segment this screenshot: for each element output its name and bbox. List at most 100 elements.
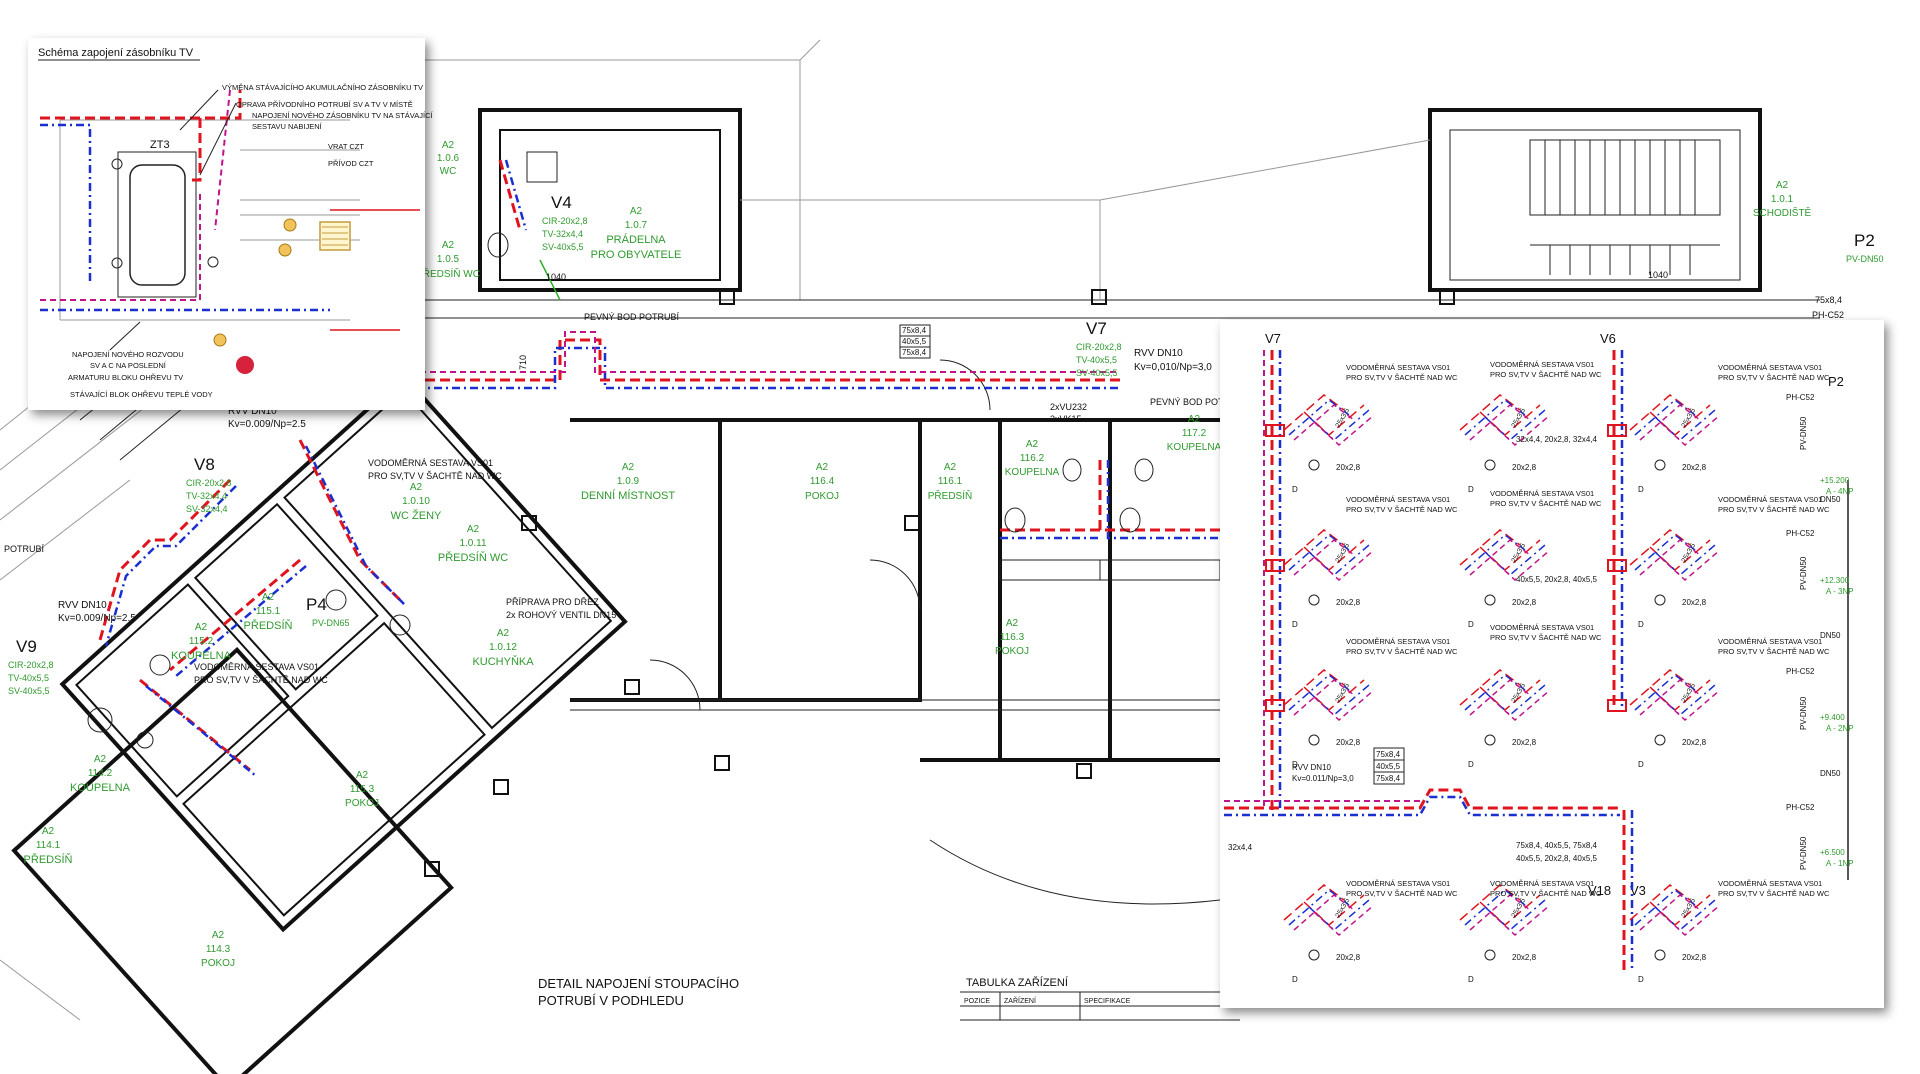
room-1-0-9-n: 1.0.9 [617, 476, 640, 487]
inset-schema-title: Schéma zapojení zásobníku TV [38, 47, 194, 59]
riser-v3: V3 [1630, 883, 1646, 898]
riser-v8-l1: CIR-20x2,8 [186, 478, 232, 488]
ph-c52-1: PH-C52 [1786, 393, 1815, 402]
room-114-1-a: A2 [42, 826, 55, 837]
vod-3a: VODOMĚRNÁ SESTAVA VS01 [1718, 363, 1822, 372]
vod-4a: VODOMĚRNÁ SESTAVA VS01 [1346, 495, 1450, 504]
pevny-bod-1: PEVNÝ BOD POTRUBÍ [584, 312, 680, 322]
heat-exchanger [319, 221, 351, 251]
vod-5a: VODOMĚRNÁ SESTAVA VS01 [1490, 489, 1594, 498]
svg-text:20x2,8: 20x2,8 [1682, 738, 1707, 747]
rvv1-a: RVV DN10 [1134, 348, 1183, 359]
room-1-0-7-a: A2 [630, 206, 643, 217]
svg-text:D: D [1292, 760, 1298, 769]
riser-p2: P2 [1828, 374, 1844, 389]
room-1-0-5-name: PŘEDSÍŇ WC [416, 267, 480, 280]
riser-vodomer-notes: VODOMĚRNÁ SESTAVA VS01 PRO SV,TV V ŠACHT… [1346, 360, 1830, 898]
riser-v4-l2: TV-32x4,4 [542, 229, 583, 239]
schema-note2-2: NAPOJENÍ NOVÉHO ZÁSOBNÍKU TV NA STÁVAJÍC… [252, 111, 434, 120]
riser-v8-label: V8 [194, 455, 215, 474]
riser-v4-l3: SV-40x5,5 [542, 242, 584, 252]
vod-6b: PRO SV,TV V ŠACHTĚ NAD WC [1718, 505, 1830, 514]
room-117-2-name: KOUPELNA [1167, 442, 1222, 453]
vod-9b: PRO SV,TV V ŠACHTĚ NAD WC [1718, 647, 1830, 656]
vod-12a: VODOMĚRNÁ SESTAVA VS01 [1718, 879, 1822, 888]
detail-title-2: POTRUBÍ V PODHLEDU [538, 993, 684, 1008]
mid-dim-2: 40x5,5, 20x2,8, 40x5,5 [1516, 575, 1598, 584]
plan-pipe-box: 75x8,4 40x5,5 75x8,4 [899, 324, 931, 359]
room-1-0-1-n: 1.0.1 [1771, 194, 1794, 205]
floor-plan: A2 1.0.6 WC A2 1.0.7 PRÁDELNA PRO OBYVAT… [0, 39, 1884, 1074]
pump-icon [283, 218, 297, 232]
room-114-2-a: A2 [94, 754, 107, 765]
room-1-0-7-name2: PRO OBYVATELE [591, 249, 682, 261]
room-116-2-n: 116.2 [1020, 453, 1045, 464]
floor-3: A - 3NP [1826, 587, 1854, 596]
svg-text:20x2,8: 20x2,8 [1682, 953, 1707, 962]
vod-7b: PRO SV,TV V ŠACHTĚ NAD WC [1346, 647, 1458, 656]
svg-text:20x2,8: 20x2,8 [1336, 738, 1361, 747]
riser-valves [1265, 424, 1627, 712]
room-1-0-10-n: 1.0.10 [402, 496, 430, 507]
equipment-table: POZICE ZAŘÍZENÍ SPECIFIKACE [960, 991, 1240, 1021]
priprava-2: 2x ROHOVÝ VENTIL DN15 [506, 610, 616, 620]
svg-text:20x2,8: 20x2,8 [1336, 463, 1361, 472]
riser-v7-l3: SV-40x5,5 [1076, 368, 1118, 378]
plan-ph-c52: PH-C52 [1812, 310, 1844, 320]
detail-title-1: DETAIL NAPOJENÍ STOUPACÍHO [538, 976, 739, 991]
room-114-2-name: KOUPELNA [70, 782, 131, 794]
vod-1b: PRO SV,TV V ŠACHTĚ NAD WC [1346, 373, 1458, 382]
schema-note1: VÝMĚNA STÁVAJÍCÍHO AKUMULAČNÍHO ZÁSOBNÍK… [222, 83, 423, 92]
ph-c52-2: PH-C52 [1786, 529, 1815, 538]
room-1-0-11-a: A2 [467, 524, 480, 535]
tab-col-zarizeni: ZAŘÍZENÍ [1004, 996, 1036, 1005]
room-115-2-n: 115.2 [189, 636, 214, 647]
room-116-3-a: A2 [1006, 618, 1019, 629]
room-116-2-name: KOUPELNA [1005, 467, 1060, 478]
svg-text:D: D [1638, 975, 1644, 984]
svg-text:D: D [1468, 620, 1474, 629]
dim-1040b: 1040 [1648, 270, 1668, 280]
room-116-1-a: A2 [944, 462, 957, 473]
schema-privod: PŘÍVOD CZT [328, 159, 374, 168]
pv-1: PV-DN50 [1799, 416, 1808, 450]
schema-vrat: VRAT CZT [328, 142, 364, 151]
room-114-2-n: 114.2 [88, 768, 113, 779]
svg-text:D: D [1468, 760, 1474, 769]
vod-10b: PRO SV,TV V ŠACHTĚ NAD WC [1346, 889, 1458, 898]
vod-9a: VODOMĚRNÁ SESTAVA VS01 [1718, 637, 1822, 646]
room-115-2-a: A2 [195, 622, 208, 633]
room-115-1-name: PŘEDSÍŇ [244, 619, 293, 632]
pipe-3x: 3xVK15 [1050, 414, 1082, 424]
tank-label: ZT3 [150, 139, 170, 151]
pipe-p2-label: P2 [1854, 231, 1875, 250]
vod-3b: PRO SV,TV V ŠACHTĚ NAD WC [1718, 373, 1830, 382]
tabulka-title: TABULKA ZAŘÍZENÍ [966, 976, 1069, 989]
room-114-3-a: A2 [212, 930, 225, 941]
riser-v7: V7 [1265, 331, 1281, 346]
room-116-1-n: 116.1 [938, 476, 963, 487]
svg-text:20x2,8: 20x2,8 [1682, 463, 1707, 472]
room-114-3-n: 114.3 [206, 944, 231, 955]
riser-v7-l1: CIR-20x2,8 [1076, 342, 1122, 352]
pipe-box-2: 40x5,5 [902, 337, 927, 346]
room-117-2-n: 117.2 [1182, 428, 1207, 439]
vod-8b: PRO SV,TV V ŠACHTĚ NAD WC [1490, 633, 1602, 642]
rvv2-b: Kv=0.009/Np=2.5 [228, 419, 306, 430]
vodomer-plan2-1: VODOMĚRNÁ SESTAVA VS01 [194, 662, 319, 672]
pv-3: PV-DN50 [1799, 696, 1808, 730]
room-1-0-10-a: A2 [410, 482, 423, 493]
room-1-0-6-n: 1.0.6 [437, 153, 460, 164]
riser-v9-l3: SV-40x5,5 [8, 686, 50, 696]
riser-box-3: 75x8,4 [1376, 774, 1401, 783]
svg-text:D: D [1292, 485, 1298, 494]
room-116-2-a: A2 [1026, 439, 1039, 450]
room-114-3-name: POKOJ [201, 958, 235, 969]
room-115-2-name: KOUPELNA [171, 650, 232, 662]
tab-col-pozice: POZICE [964, 998, 990, 1005]
level-4: +15.200 [1820, 476, 1850, 485]
